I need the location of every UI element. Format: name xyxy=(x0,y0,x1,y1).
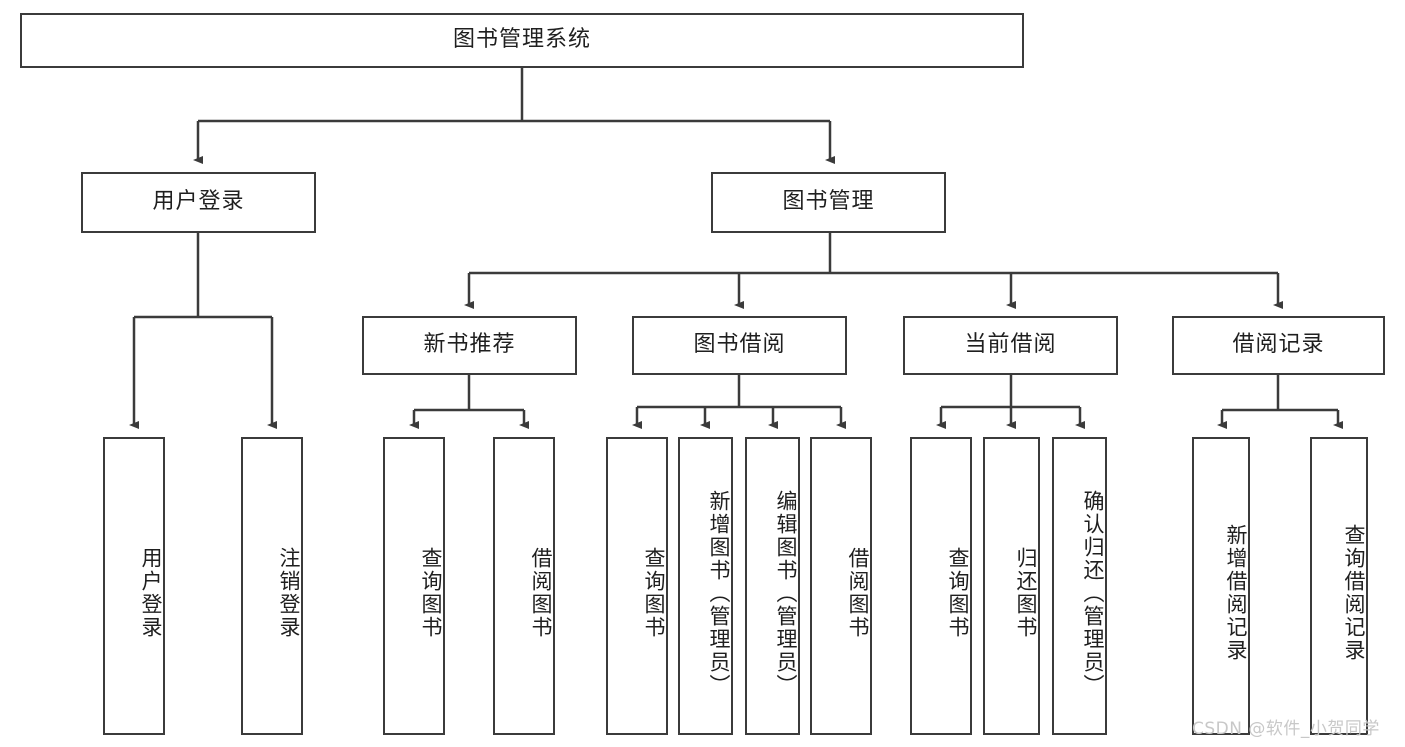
leaf-borrow-borrow-book[interactable]: 借阅图书 xyxy=(810,437,872,735)
leaf-label: 查询图书 xyxy=(419,547,443,639)
leaf-user-login-login[interactable]: 用户登录 xyxy=(103,437,165,735)
leaf-new-book-borrow[interactable]: 借阅图书 xyxy=(493,437,555,735)
leaf-label: 确认归还（管理员） xyxy=(1081,489,1105,697)
leaf-user-login-logout[interactable]: 注销登录 xyxy=(241,437,303,735)
leaf-label: 用户登录 xyxy=(139,547,163,639)
node-current-borrow-label: 当前借阅 xyxy=(964,332,1057,358)
node-book-management[interactable]: 图书管理 xyxy=(711,172,946,233)
node-new-book-recommend-label: 新书推荐 xyxy=(423,332,516,358)
leaf-label: 借阅图书 xyxy=(846,547,870,639)
leaf-current-confirm-return[interactable]: 确认归还（管理员） xyxy=(1052,437,1107,735)
node-borrow-records-label: 借阅记录 xyxy=(1232,332,1325,358)
leaf-label: 查询借阅记录 xyxy=(1342,524,1366,662)
leaf-label: 新增借阅记录 xyxy=(1224,524,1248,662)
leaf-label: 注销登录 xyxy=(277,547,301,639)
leaf-label: 查询图书 xyxy=(946,547,970,639)
node-user-login[interactable]: 用户登录 xyxy=(81,172,316,233)
node-root-system[interactable]: 图书管理系统 xyxy=(20,13,1024,68)
node-root-system-label: 图书管理系统 xyxy=(452,27,591,53)
node-book-management-label: 图书管理 xyxy=(782,189,875,215)
node-new-book-recommend[interactable]: 新书推荐 xyxy=(362,316,577,375)
leaf-label: 归还图书 xyxy=(1014,547,1038,639)
csdn-watermark: CSDN @软件_小贺同学 xyxy=(1192,719,1380,739)
leaf-borrow-query-book[interactable]: 查询图书 xyxy=(606,437,668,735)
leaf-label: 查询图书 xyxy=(642,547,666,639)
leaf-records-query-record[interactable]: 查询借阅记录 xyxy=(1310,437,1368,735)
leaf-new-book-query[interactable]: 查询图书 xyxy=(383,437,445,735)
leaf-borrow-edit-book[interactable]: 编辑图书（管理员） xyxy=(745,437,800,735)
node-book-borrow[interactable]: 图书借阅 xyxy=(632,316,847,375)
node-user-login-label: 用户登录 xyxy=(152,189,245,215)
leaf-label: 新增图书（管理员） xyxy=(707,489,731,697)
leaf-current-return-book[interactable]: 归还图书 xyxy=(983,437,1040,735)
leaf-current-query-book[interactable]: 查询图书 xyxy=(910,437,972,735)
leaf-label: 借阅图书 xyxy=(529,547,553,639)
leaf-borrow-add-book[interactable]: 新增图书（管理员） xyxy=(678,437,733,735)
node-book-borrow-label: 图书借阅 xyxy=(693,332,786,358)
node-borrow-records[interactable]: 借阅记录 xyxy=(1172,316,1385,375)
node-current-borrow[interactable]: 当前借阅 xyxy=(903,316,1118,375)
leaf-label: 编辑图书（管理员） xyxy=(774,489,798,697)
leaf-records-add-record[interactable]: 新增借阅记录 xyxy=(1192,437,1250,735)
